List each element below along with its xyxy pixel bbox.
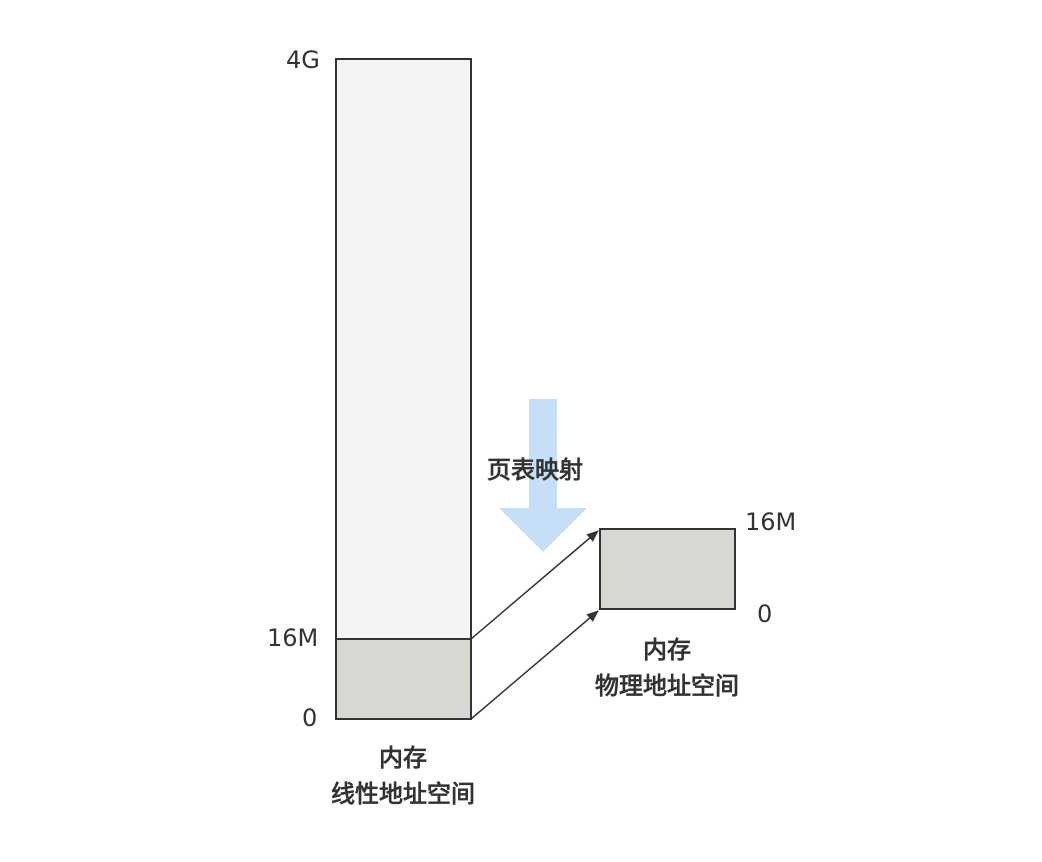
linear-caption-line2: 线性地址空间: [331, 780, 475, 808]
page-table-arrow: [499, 399, 587, 552]
linear-top-label: 4G: [286, 46, 320, 74]
page-table-mapping-label: 页表映射: [487, 456, 583, 484]
mapping-line-top: [470, 530, 599, 640]
mapping-line-bottom: [470, 610, 599, 720]
linear-caption: 内存 线性地址空间: [303, 740, 503, 812]
physical-region: [599, 528, 736, 610]
linear-caption-line1: 内存: [379, 744, 427, 772]
physical-caption-line1: 内存: [643, 636, 691, 664]
linear-upper-region: [335, 58, 472, 640]
physical-caption-line2: 物理地址空间: [595, 672, 739, 700]
physical-caption: 内存 物理地址空间: [567, 632, 767, 704]
linear-bottom-label: 0: [302, 704, 318, 732]
physical-top-label: 16M: [745, 508, 797, 536]
linear-lower-region: [335, 638, 472, 720]
physical-bottom-label: 0: [757, 600, 773, 628]
linear-mid-label: 16M: [267, 624, 319, 652]
